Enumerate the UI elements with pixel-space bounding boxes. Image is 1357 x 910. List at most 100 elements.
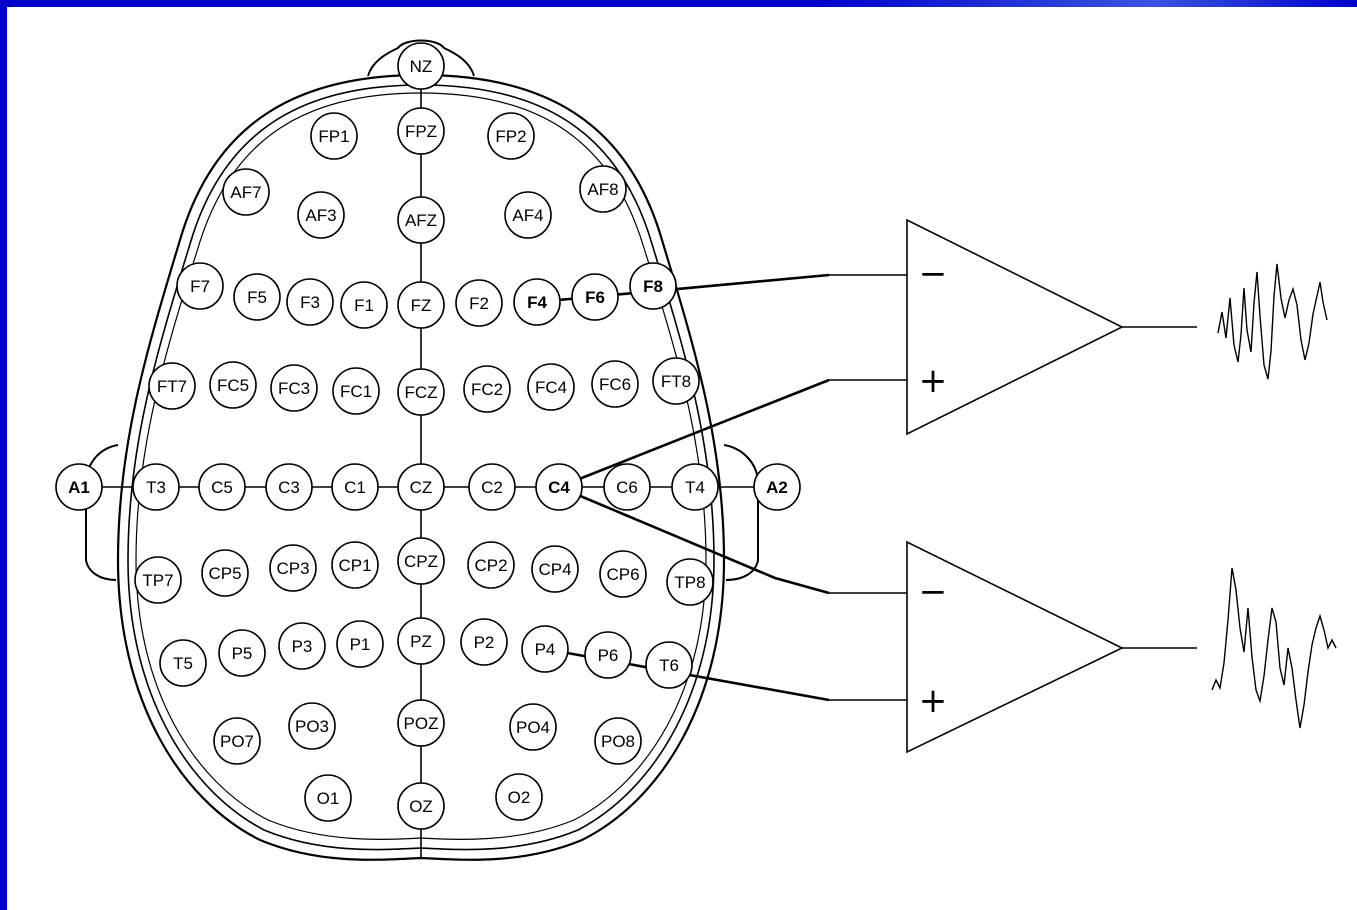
eeg-trace-1: [1217, 263, 1328, 380]
electrode-circle: [148, 362, 196, 410]
electrode-circle: [397, 537, 445, 585]
electrode-label: NZ: [410, 57, 433, 76]
electrode-label: CP6: [606, 565, 639, 584]
electrode-c6: C6: [603, 463, 651, 511]
electrode-circle: [332, 367, 380, 415]
electrode-label: F8: [643, 277, 663, 296]
electrode-label: FC2: [471, 380, 503, 399]
electrode-circle: [521, 625, 569, 673]
electrode-label: AF4: [512, 206, 543, 225]
electrode-circle: [531, 545, 579, 593]
electrode-fc1: FC1: [332, 367, 380, 415]
electrode-circle: [535, 463, 583, 511]
top-frame-bar: [0, 0, 1357, 7]
electrode-cp1: CP1: [331, 541, 379, 589]
electrode-circle: [504, 191, 552, 239]
electrode-t3: T3: [132, 463, 180, 511]
electrode-circle: [176, 262, 224, 310]
electrode-label: F2: [469, 294, 489, 313]
minus-sign: −: [919, 572, 948, 612]
electrode-label: FT8: [661, 372, 691, 391]
nose-outline: [367, 39, 475, 77]
electrode-circle: [495, 773, 543, 821]
electrode-fcz: FCZ: [397, 368, 445, 416]
electrode-circle: [397, 699, 445, 747]
electrode-label: AFZ: [405, 211, 437, 230]
electrode-f3: F3: [286, 278, 334, 326]
electrode-circle: [652, 357, 700, 405]
electrode-fp1: FP1: [310, 112, 358, 160]
electrode-circle: [159, 639, 207, 687]
electrode-p5: P5: [218, 629, 266, 677]
electrode-circle: [198, 463, 246, 511]
electrode-circle: [310, 112, 358, 160]
left-ear-outline: [85, 444, 119, 581]
electrode-label: PO7: [220, 732, 254, 751]
electrode-circle: [571, 273, 619, 321]
amplifier-1: −+: [829, 218, 1197, 436]
electrode-fc3: FC3: [270, 364, 318, 412]
electrode-label: FC5: [217, 376, 249, 395]
electrode-c3: C3: [265, 463, 313, 511]
electrode-circle: [270, 364, 318, 412]
electrode-circle: [397, 107, 445, 155]
electrode-circle: [468, 463, 516, 511]
electrode-p3: P3: [278, 622, 326, 670]
electrode-label: A1: [68, 478, 90, 497]
electrode-label: AF7: [230, 183, 261, 202]
electrode-label: T3: [146, 478, 166, 497]
electrode-label: F5: [247, 288, 267, 307]
electrode-label: PO8: [601, 732, 635, 751]
electrode-circle: [134, 556, 182, 604]
electrode-label: P6: [598, 646, 619, 665]
eeg-output-traces: [1211, 263, 1337, 729]
electrode-f1: F1: [340, 281, 388, 329]
electrode-label: CZ: [410, 478, 433, 497]
electrode-f4: F4: [513, 278, 561, 326]
plus-sign: +: [919, 361, 948, 401]
electrode-f6: F6: [571, 273, 619, 321]
electrode-a2: A2: [753, 463, 801, 511]
electrode-t5: T5: [159, 639, 207, 687]
electrode-circle: [455, 279, 503, 327]
electrode-fc5: FC5: [209, 361, 257, 409]
electrode-t4: T4: [671, 463, 719, 511]
electrode-label: CP5: [208, 564, 241, 583]
electrode-f5: F5: [233, 273, 281, 321]
minus-sign: −: [919, 254, 948, 294]
electrode-af8: AF8: [579, 165, 627, 213]
electrode-circle: [340, 281, 388, 329]
electrode-c4: C4: [535, 463, 583, 511]
electrode-fpz: FPZ: [397, 107, 445, 155]
electrode-label: P1: [350, 635, 371, 654]
electrode-circle: [463, 365, 511, 413]
electrode-label: CP3: [276, 559, 309, 578]
electrode-circle: [278, 622, 326, 670]
electrode-label: AF3: [305, 206, 336, 225]
amplifier-triangle: [906, 218, 1124, 436]
electrode-circle: [671, 463, 719, 511]
electrode-fp2: FP2: [487, 112, 535, 160]
wire-c4-to-amp2-inverting: [558, 485, 830, 595]
electrode-circle: [336, 620, 384, 668]
electrode-label: FC3: [278, 379, 310, 398]
electrode-circle: [753, 463, 801, 511]
electrode-circle: [594, 717, 642, 765]
electrode-p4: P4: [521, 625, 569, 673]
electrode-circle: [331, 541, 379, 589]
electrode-circle: [222, 168, 270, 216]
electrode-po8: PO8: [594, 717, 642, 765]
electrode-tp7: TP7: [134, 556, 182, 604]
electrode-label: TP7: [142, 571, 173, 590]
electrode-ft8: FT8: [652, 357, 700, 405]
electrode-circle: [397, 463, 445, 511]
electrode-f8: F8: [629, 262, 677, 310]
electrode-circle: [603, 463, 651, 511]
electrode-cp2: CP2: [467, 541, 515, 589]
electrode-label: CP2: [474, 556, 507, 575]
electrode-label: FCZ: [404, 383, 437, 402]
electrode-circle: [132, 463, 180, 511]
electrode-label: FP1: [318, 127, 349, 146]
